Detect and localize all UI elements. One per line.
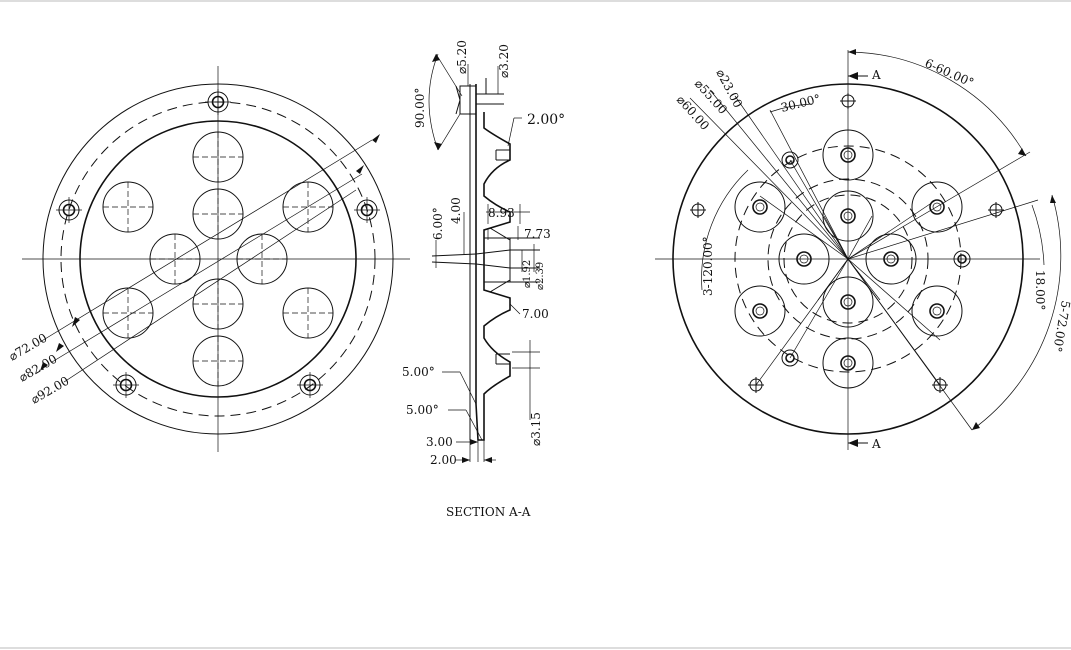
rear-view: A A ⌀23.00 ⌀55.00 ⌀60.00 30.00° 6-60.00°… [655,49,1071,451]
rear-dashed-circle-large [734,145,962,373]
dim-sec-d315: ⌀3.15 [529,412,543,446]
dim-sec-d320: ⌀3.20 [497,44,511,78]
section-mark-bottom: A [848,437,881,451]
outer-flange-circle [42,83,394,435]
section-base-plate [475,84,485,441]
rear-lens-bosses [734,129,963,389]
dim-rear-p3120: 3-120.00° [701,236,715,296]
dim-sec-a5a: 5.00° [402,365,435,379]
section-mark-top: A [848,68,881,82]
rear-outer-circle [672,83,1024,435]
dim-sec-l200: 2.00 [430,453,457,467]
dim-sec-d520: ⌀5.20 [455,40,469,74]
rear-dashed-circle-medium [767,178,929,340]
dim-sec-d239: ⌀2.39 [535,262,546,290]
rear-screw-bosses [781,151,971,367]
dim-sec-a90: 90.00° [413,88,427,128]
section-mark-bottom-label: A [871,437,881,451]
dim-rear-p572: 5-72.00° [1050,299,1071,353]
section-caption: SECTION A-A [446,505,531,519]
front-view: ⌀72.00 ⌀82.00 ⌀92.00 [7,66,410,452]
dim-sec-l700: 7.00 [522,307,549,321]
section-mark-top-label: A [871,68,881,82]
inner-body-circle [79,120,357,398]
section-view: ⌀5.20 ⌀3.20 90.00° 2.00° 6.00° 4.00 8.93… [402,40,565,519]
dim-sec-l300: 3.00 [426,435,453,449]
dim-sec-l893: 8.93 [488,206,515,220]
dim-sec-l773: 7.73 [524,227,551,241]
dim-sec-d192: ⌀1.92 [522,260,533,288]
section-dimension-lines [428,53,540,462]
lens-holes [102,131,334,387]
rear-dashed-circle-small [783,194,913,324]
dim-front-d92: ⌀92.00 [29,374,72,407]
dim-rear-p660: 6-60.00° [923,56,976,90]
section-lens-profile [483,112,511,404]
dim-sec-a5b: 5.00° [406,403,439,417]
dim-sec-a6: 6.00° [431,207,445,240]
bolt-holes [56,89,380,398]
rear-mounting-holes [690,93,1004,393]
rear-angle-arcs [701,51,1062,431]
dim-sec-l4: 4.00 [449,197,463,224]
dim-sec-a2: 2.00° [527,112,565,128]
section-screw-head [455,78,504,115]
rear-radial-lines [689,89,1039,431]
front-dimension-leaders [39,134,380,383]
dim-rear-a18: 18.00° [1033,270,1047,310]
